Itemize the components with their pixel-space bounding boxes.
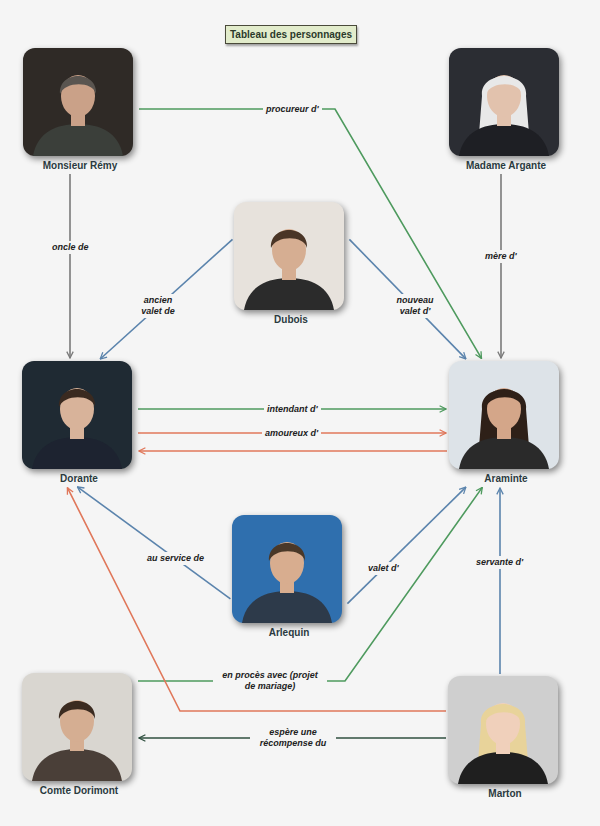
character-card: Comte Dorimont	[22, 673, 136, 797]
character-name: Comte Dorimont	[22, 785, 136, 797]
portrait-photo	[232, 515, 342, 623]
character-name: Dubois	[234, 314, 348, 326]
portrait-photo	[23, 48, 133, 156]
relation-label: amoureux d'	[262, 427, 321, 440]
character-name: Madame Argante	[449, 160, 563, 172]
character-name: Marton	[448, 788, 562, 800]
relation-label: mère d'	[482, 250, 520, 263]
character-name: Arlequin	[232, 627, 346, 639]
portrait-photo	[22, 361, 132, 469]
character-card: Araminte	[449, 361, 563, 485]
character-card: Madame Argante	[449, 48, 563, 172]
relation-label: intendant d'	[264, 403, 321, 416]
relation-label: espère une récompense du	[250, 726, 336, 750]
relation-arrow	[347, 487, 466, 603]
relation-arrow	[139, 109, 482, 358]
relation-arrow	[500, 174, 502, 358]
relation-arrow	[499, 488, 501, 674]
character-name: Monsieur Rémy	[23, 160, 137, 172]
character-card: Monsieur Rémy	[23, 48, 137, 172]
character-name: Dorante	[22, 473, 136, 485]
portrait-photo	[234, 202, 344, 310]
relation-arrow	[139, 450, 447, 452]
diagram-title: Tableau des personnages	[225, 25, 357, 44]
portrait-photo	[449, 361, 559, 469]
portrait-photo	[449, 48, 559, 156]
relation-arrow	[100, 239, 232, 359]
portrait-photo	[22, 673, 132, 781]
character-card: Marton	[448, 676, 562, 800]
character-card: Dubois	[234, 202, 348, 326]
character-card: Arlequin	[232, 515, 346, 639]
relation-label: procureur d'	[263, 103, 322, 116]
relation-label: en procès avec (projet de mariage)	[213, 669, 327, 693]
relation-arrow	[69, 174, 71, 358]
relation-arrow	[77, 487, 230, 599]
character-name: Araminte	[449, 473, 563, 485]
portrait-photo	[448, 676, 558, 784]
relation-label: servante d'	[473, 556, 526, 569]
relation-arrow	[349, 239, 466, 359]
relation-label: ancien valet de	[130, 294, 186, 318]
relation-label: oncle de	[49, 241, 92, 254]
relation-label: valet d'	[365, 562, 402, 575]
relation-label: au service de	[144, 552, 207, 565]
relation-arrow	[138, 487, 482, 681]
relation-label: nouveau valet d'	[387, 294, 443, 318]
character-card: Dorante	[22, 361, 136, 485]
